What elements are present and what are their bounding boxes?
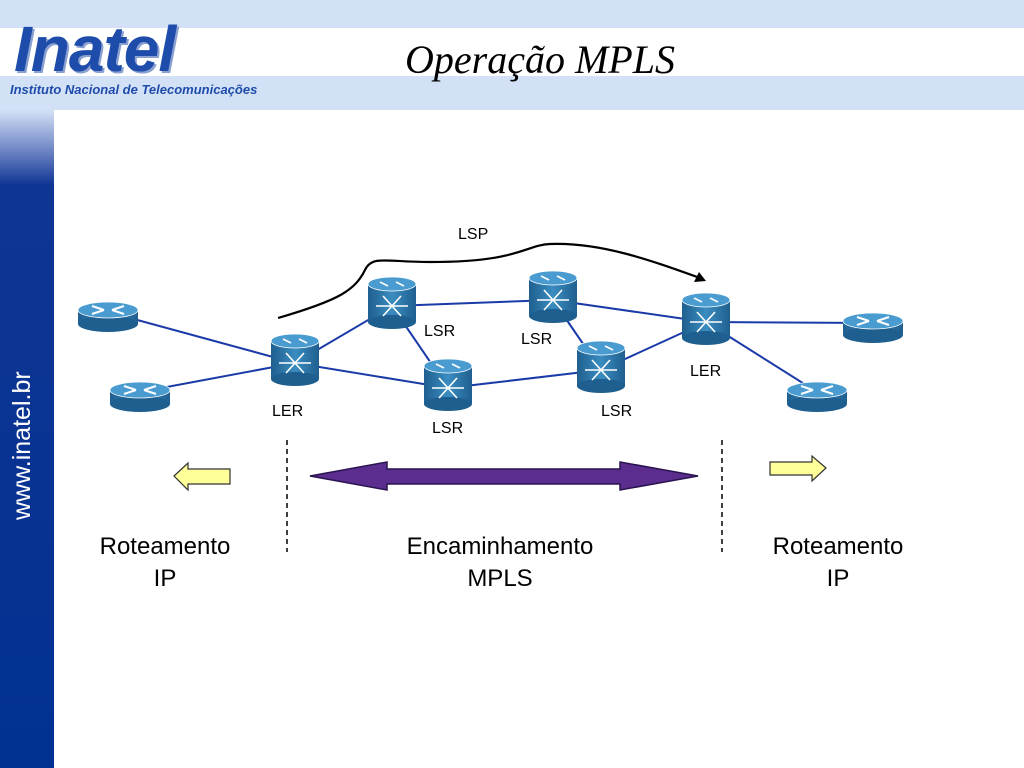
router-icon	[786, 381, 848, 413]
lsr-top-right-switch-icon	[528, 270, 578, 324]
lsp-arrowhead	[694, 272, 706, 282]
lsp-path	[277, 242, 701, 320]
ler-left-label: LER	[272, 403, 303, 420]
lsr-top-left-switch-icon	[367, 276, 417, 330]
header-area	[0, 28, 1024, 76]
header-bottom-band	[0, 76, 1024, 110]
ler-right-label: LER	[690, 363, 721, 380]
logo-subtitle: Instituto Nacional de Telecomunicações	[10, 82, 258, 97]
router-icon	[77, 301, 139, 333]
link-lsr2-lsr4	[447, 369, 602, 389]
lsr-bottom-switch-icon	[423, 358, 473, 412]
link-host-tl-ler	[107, 311, 296, 364]
left-region-line1: Roteamento	[100, 533, 231, 560]
ler-right-switch-icon	[681, 292, 731, 346]
logo-wordmark: Inatel	[14, 13, 176, 85]
center-region-line2: MPLS	[467, 565, 532, 592]
lsr-top-right-label: LSR	[521, 331, 552, 348]
lsr-top-left-label: LSR	[424, 323, 455, 340]
link-lsr3-ler2	[552, 299, 707, 323]
center-region-line1: Encaminhamento	[407, 533, 594, 560]
router-icon	[842, 312, 904, 344]
router-icon	[109, 381, 171, 413]
page-title: Operação MPLS	[405, 37, 675, 82]
mpls-forwarding-arrow	[309, 461, 699, 491]
inatel-logo: Inatel Instituto Nacional de Telecomunic…	[10, 12, 310, 102]
lsr-bottom-right-label: LSR	[601, 403, 632, 420]
left-region-line2: IP	[154, 565, 177, 592]
left-ip-arrow	[173, 461, 231, 492]
link-ler-lsr2	[294, 362, 449, 389]
right-region-line2: IP	[827, 565, 850, 592]
left-sidebar-bar	[0, 110, 54, 768]
network-links	[107, 299, 874, 393]
header-top-band	[0, 0, 1024, 28]
lsp-label: LSP	[458, 226, 488, 243]
ler-left-switch-icon	[270, 333, 320, 387]
right-ip-arrow	[769, 454, 827, 483]
right-region-line1: Roteamento	[773, 533, 904, 560]
lsr-bottom-right-switch-icon	[576, 340, 626, 394]
link-lsr1-lsr3	[391, 299, 554, 307]
lsr-bottom-label: LSR	[432, 420, 463, 437]
